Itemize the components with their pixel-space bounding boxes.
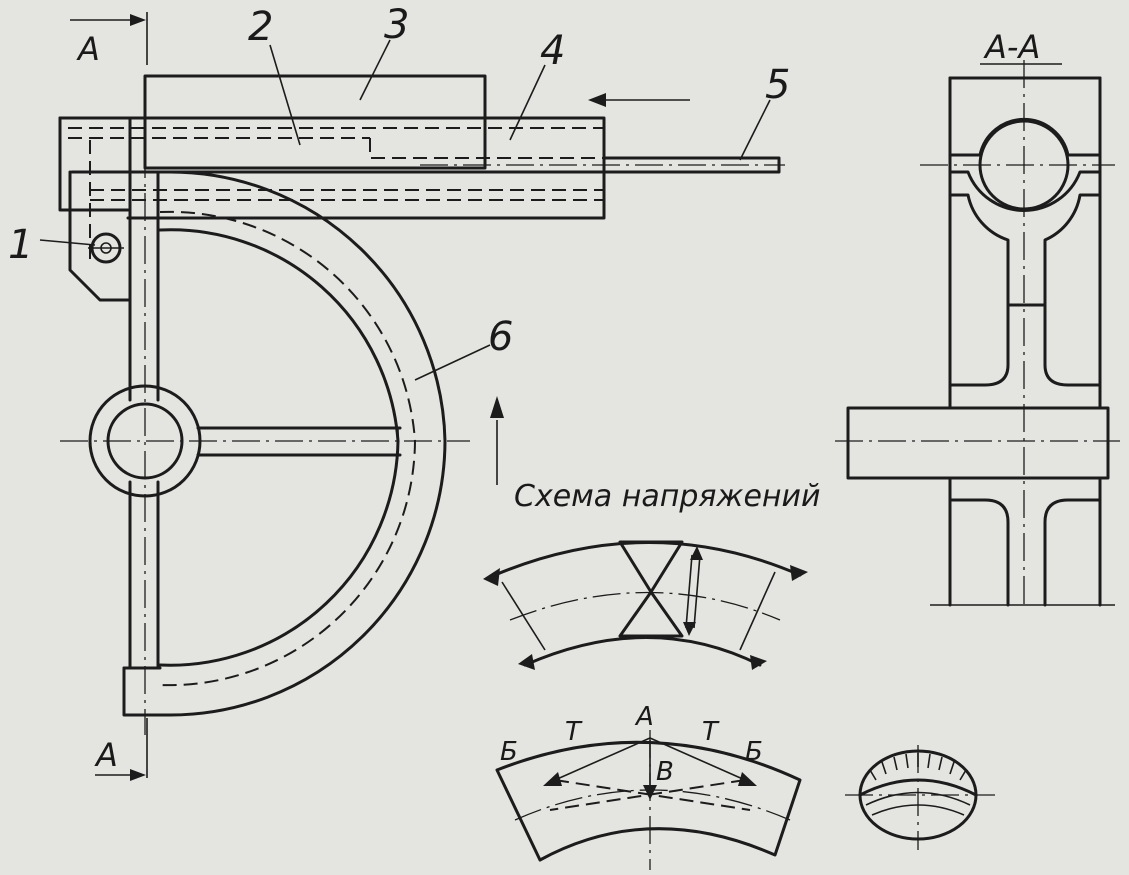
part-label-5: 5 xyxy=(765,62,790,108)
label-t-left: Т xyxy=(565,717,583,747)
label-t-right: Т xyxy=(702,717,720,747)
label-a: А xyxy=(634,702,654,732)
weld-bead-section xyxy=(845,745,995,850)
section-cut-bottom: A xyxy=(94,718,148,781)
label-b-left: Б xyxy=(500,737,518,767)
main-view: A A xyxy=(8,2,790,781)
part-label-4: 4 xyxy=(540,28,565,74)
cradle-section xyxy=(948,170,1102,307)
part-6-wheel xyxy=(88,170,447,717)
label-b-right: Б xyxy=(745,737,763,767)
weld-bottom xyxy=(618,590,684,638)
shaft-section xyxy=(846,406,1110,480)
clamp-block xyxy=(948,76,1102,157)
section-label-bottom: A xyxy=(94,736,118,774)
part-1-clamp xyxy=(68,116,132,302)
part-3-box xyxy=(143,74,487,170)
section-title: А-А xyxy=(983,28,1040,66)
bent-segment xyxy=(495,740,802,862)
part-label-1: 1 xyxy=(8,222,33,268)
stress-scheme: Схема напряжений А Б Т Т xyxy=(483,479,995,870)
part-label-6: 6 xyxy=(488,314,513,360)
section-cut-top: A xyxy=(70,12,148,68)
weld-top xyxy=(618,540,684,594)
section-view-aa: А-А xyxy=(835,28,1120,610)
part-label-3: 3 xyxy=(384,2,409,48)
section-label-top: A xyxy=(76,30,100,68)
part-label-2: 2 xyxy=(248,4,273,50)
stress-title: Схема напряжений xyxy=(514,479,821,514)
feed-arrow xyxy=(588,93,606,107)
rotation-arrow xyxy=(490,396,504,418)
label-v: В xyxy=(656,757,674,787)
